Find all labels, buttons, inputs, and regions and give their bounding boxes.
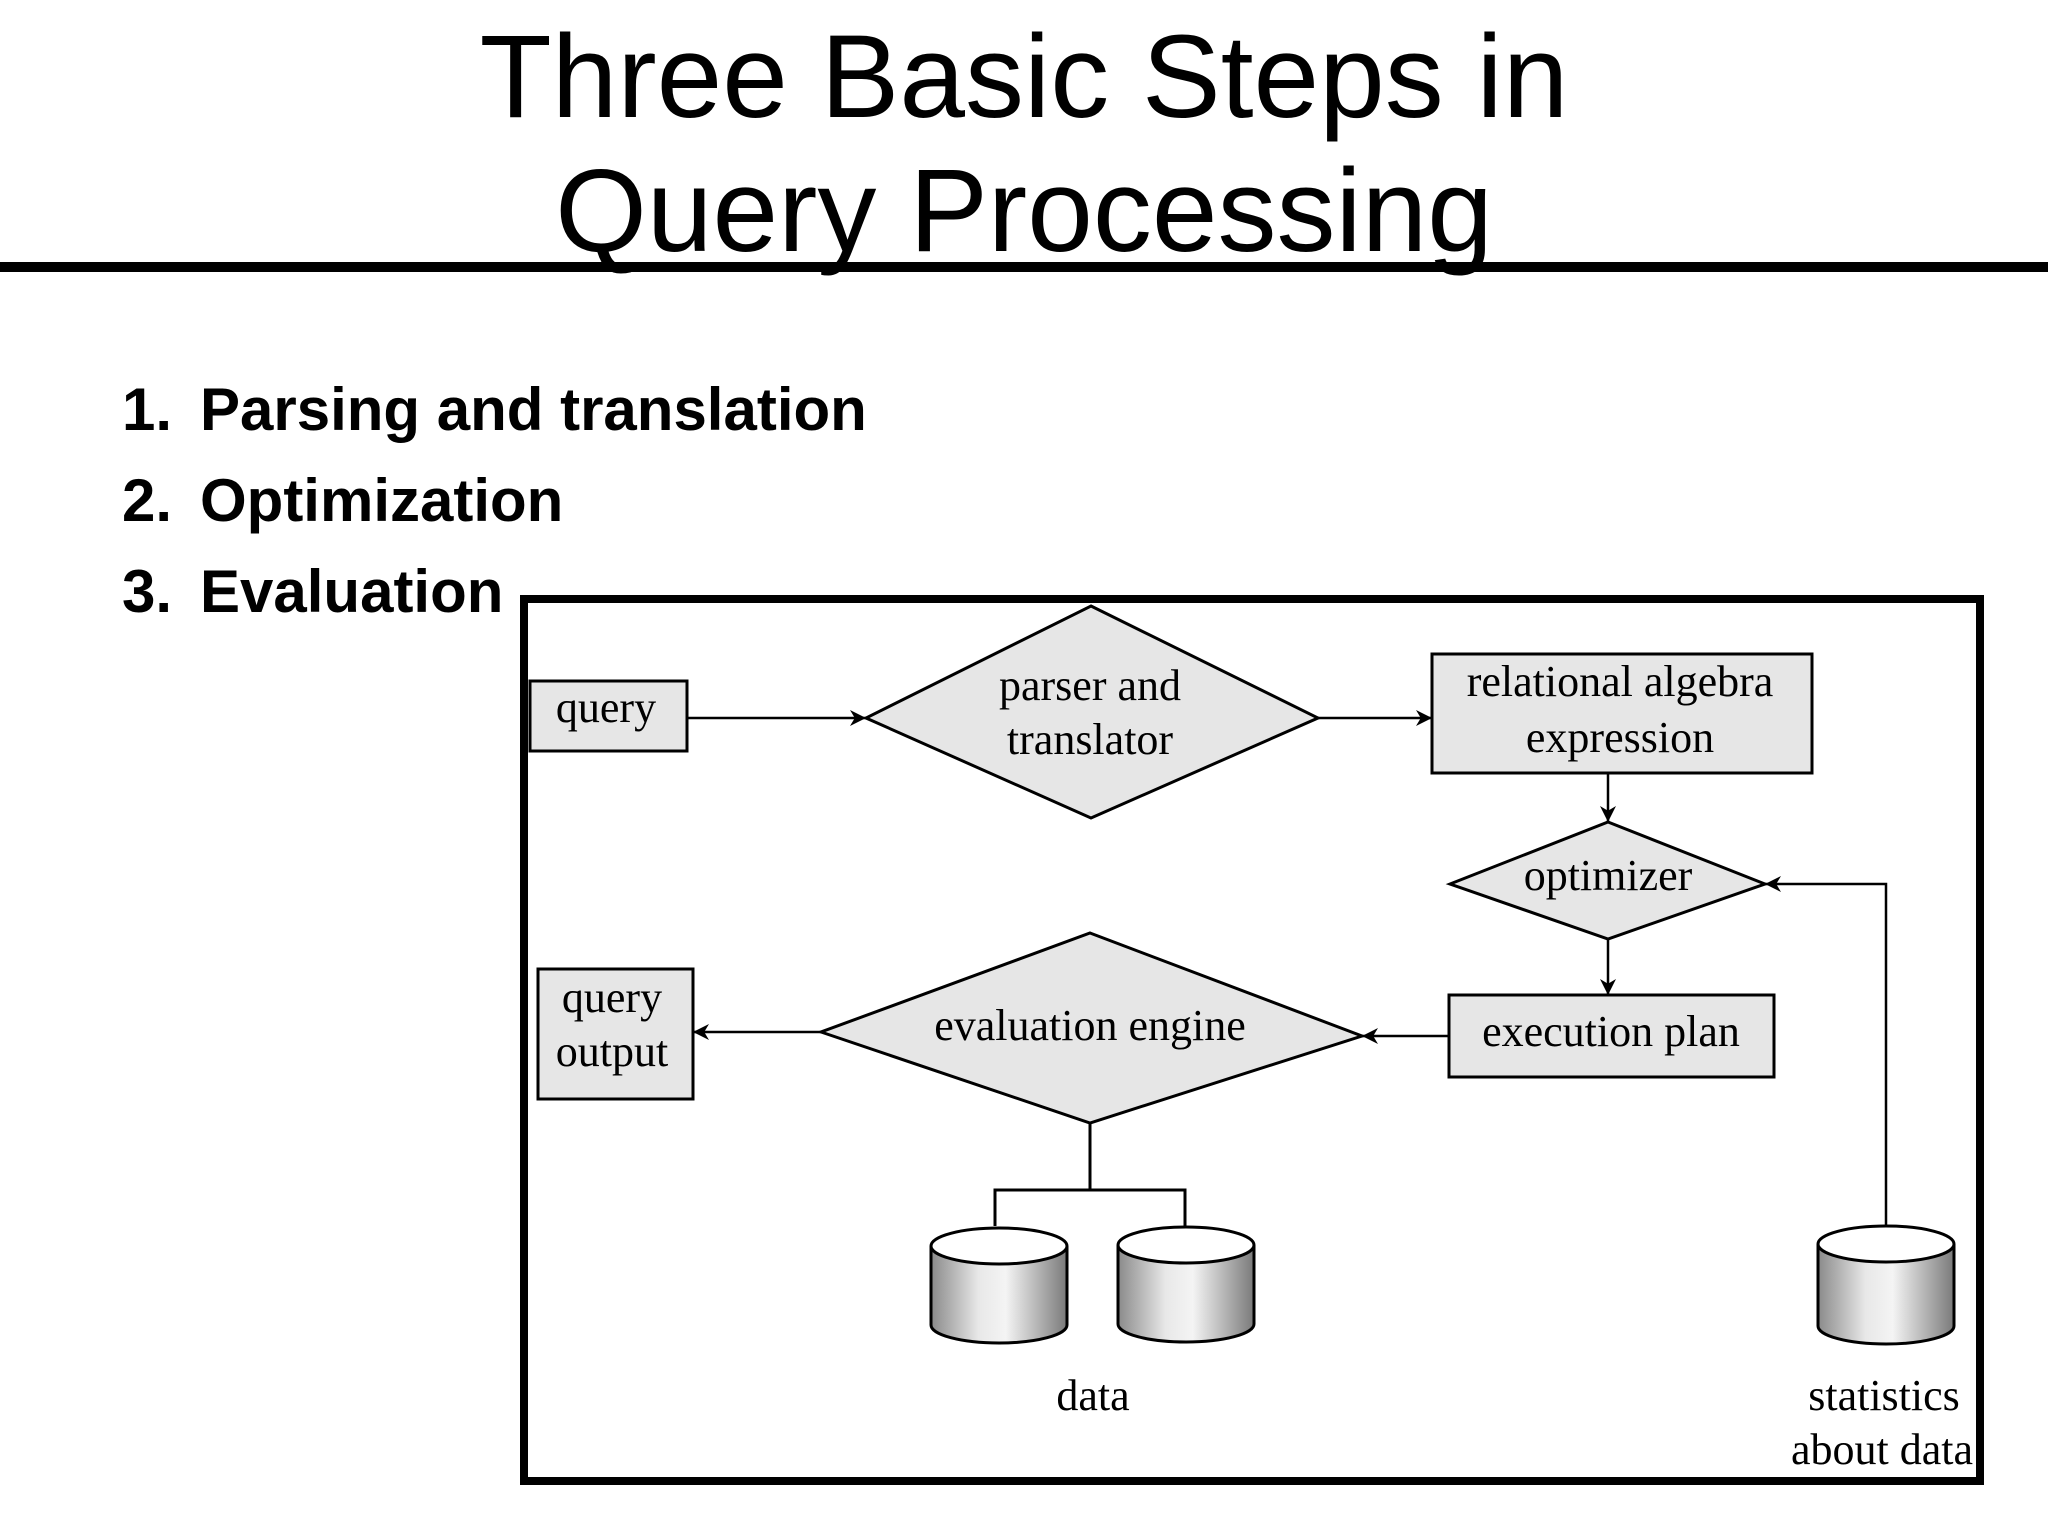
relalg-label-line-2: expression xyxy=(1526,713,1714,762)
step-item: 3. Evaluation xyxy=(122,552,867,643)
diagram-frame xyxy=(520,595,1984,1485)
query-box xyxy=(528,679,689,753)
statistics-cylinder xyxy=(1816,1224,1956,1346)
stats-label-line-1: statistics xyxy=(1808,1371,1960,1420)
step-item: 2. Optimization xyxy=(122,461,867,552)
data-label: data xyxy=(1056,1371,1129,1420)
arrow-stats-to-optimizer xyxy=(1765,876,1888,1226)
title-divider xyxy=(0,262,2048,272)
data-cylinder-2 xyxy=(1116,1225,1256,1344)
step-number: 3. xyxy=(122,558,173,625)
step-number: 1. xyxy=(122,376,173,443)
optimizer-label: optimizer xyxy=(1524,851,1693,900)
parser-label-line-2: translator xyxy=(1007,715,1174,764)
evaluation-engine-label: evaluation engine xyxy=(934,1001,1246,1050)
title-line-1: Three Basic Steps in xyxy=(479,11,1569,143)
step-item: 1. Parsing and translation xyxy=(122,370,867,461)
parser-label-line-1: parser and xyxy=(999,661,1181,710)
relational-algebra-box xyxy=(1430,652,1814,775)
data-branch-connector xyxy=(993,1188,1187,1226)
data-cylinder-1 xyxy=(929,1226,1069,1345)
execution-plan-box xyxy=(1447,993,1776,1079)
step-label: Evaluation xyxy=(200,558,504,625)
output-label-line-1: query xyxy=(562,973,662,1022)
title-line-2: Query Processing xyxy=(555,145,1493,277)
slide-title: Three Basic Steps in Query Processing xyxy=(0,10,2048,278)
stats-label-line-2: about data xyxy=(1791,1425,1973,1474)
query-label: query xyxy=(556,683,656,732)
execution-plan-label: execution plan xyxy=(1482,1007,1740,1056)
query-output-box xyxy=(536,967,695,1101)
parser-translator-diamond xyxy=(862,604,1322,820)
output-label-line-2: output xyxy=(556,1027,668,1076)
steps-list: 1. Parsing and translation 2. Optimization… xyxy=(122,370,867,643)
relalg-label-line-1: relational algebra xyxy=(1467,657,1774,706)
step-label: Parsing and translation xyxy=(200,376,867,443)
step-label: Optimization xyxy=(200,467,564,534)
step-number: 2. xyxy=(122,467,173,534)
